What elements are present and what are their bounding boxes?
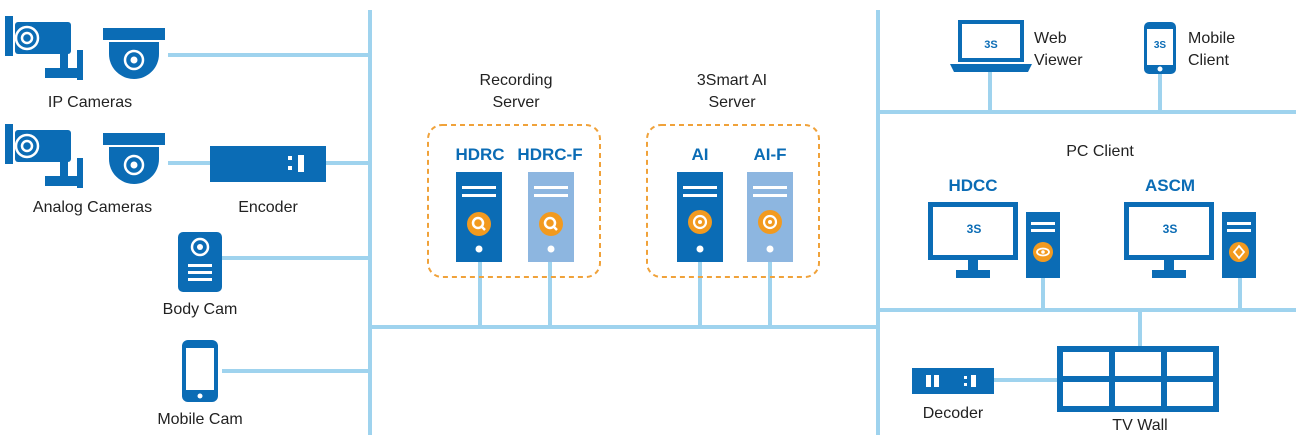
ai-server-group-frame [646,124,820,278]
ai-f-server-icon [747,172,793,262]
hdcc-screen-logo: 3S [966,222,982,236]
analog-dome-camera-icon [103,133,165,184]
ai-server-label-line2: Server [708,94,756,111]
ascm-screen-logo: 3S [1162,222,1178,236]
recording-server-label-line2: Server [492,94,540,111]
tv-wall-label: TV Wall [1112,417,1168,434]
encoder-label: Encoder [238,199,298,216]
hdrc-f-server-icon [528,172,574,262]
server-groups [427,124,820,278]
web-viewer-label-line2: Viewer [1034,52,1083,69]
ascm-label: ASCM [1144,176,1196,195]
ai-label: AI [691,145,709,164]
analog-cameras-label: Analog Cameras [32,199,153,216]
ai-server-label-line1: 3Smart AI [696,72,768,89]
body-cam-label: Body Cam [162,301,238,318]
hdrc-label: HDRC [455,145,505,164]
hdrc-server-icon [456,172,502,262]
hdrc-f-label: HDRC-F [517,145,583,164]
hdcc-monitor-icon [928,202,1018,278]
hdcc-label: HDCC [948,176,998,195]
mobile-client-label-line2: Client [1188,52,1229,69]
encoder-icon [210,146,326,182]
analog-bullet-camera-icon [5,124,83,188]
pc-client-label: PC Client [1066,143,1134,160]
web-viewer-logo: 3S [984,39,998,51]
ip-dome-camera-icon [103,28,165,79]
web-viewer-label-line1: Web [1034,30,1067,47]
mobile-client-logo: 3S [1153,40,1167,51]
decoder-icon [912,368,994,394]
ip-bullet-camera-icon [5,16,83,80]
ip-cameras-label: IP Cameras [47,94,133,111]
recording-server-group-frame [427,124,601,278]
recording-server-label-line1: Recording [479,72,553,89]
mobile-client-label-line1: Mobile [1188,30,1236,47]
ai-f-label: AI-F [753,145,787,164]
mobile-cam-icon [182,340,218,402]
ai-server-icon [677,172,723,262]
laptop-icon [950,20,1032,72]
mobile-cam-label: Mobile Cam [157,411,243,428]
mobile-client-icon [1144,22,1176,74]
tv-wall-icon [1057,346,1219,412]
ascm-tower-icon [1222,212,1256,278]
ascm-monitor-icon [1124,202,1214,278]
body-cam-icon [178,232,222,292]
hdcc-tower-icon [1026,212,1060,278]
decoder-label: Decoder [922,405,984,422]
